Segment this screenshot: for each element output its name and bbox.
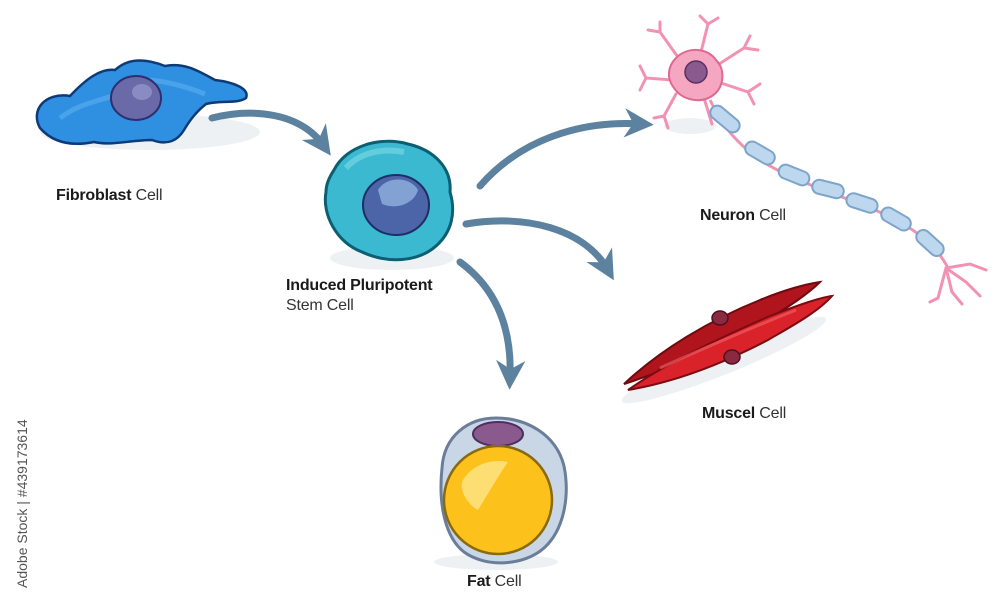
label-muscle-bold: Muscel: [702, 405, 756, 422]
label-fibroblast: Fibroblast Cell: [56, 186, 163, 206]
stock-id-text: Adobe Stock | #439173614: [14, 368, 32, 588]
label-neuron: Neuron Cell: [700, 206, 786, 226]
arrow-stem-to-fat: [456, 258, 526, 390]
label-fat: Fat Cell: [467, 572, 522, 592]
neuron-nucleus: [684, 60, 708, 84]
label-muscle: Muscel Cell: [702, 404, 786, 424]
label-fat-bold: Fat: [467, 573, 491, 590]
fibroblast-cell: [35, 59, 260, 150]
muscle-nucleus: [711, 310, 729, 326]
label-neuron-light: Cell: [759, 207, 786, 224]
label-stem-cell-light: Stem Cell: [286, 297, 354, 314]
arrow-fibroblast-to-stem: [208, 109, 331, 156]
stock-id-label: Adobe Stock | #439173614: [14, 419, 30, 588]
label-fibroblast-light: Cell: [135, 187, 163, 204]
fat-cell: [434, 416, 568, 570]
label-neuron-bold: Neuron: [700, 207, 755, 224]
stem-cell: [323, 139, 455, 270]
arrow-stem-to-muscle: [462, 217, 614, 281]
label-stem-cell-bold: Induced Pluripotent: [286, 277, 433, 294]
muscle-cell: [621, 280, 835, 404]
arrow-stem-to-neuron: [476, 108, 654, 190]
label-fat-light: Cell: [494, 573, 522, 590]
label-fibroblast-bold: Fibroblast: [56, 187, 132, 204]
muscle-nucleus: [723, 349, 741, 365]
fat-nucleus: [472, 421, 524, 447]
label-stem-cell: Induced Pluripotent Stem Cell: [286, 276, 433, 316]
neuron-cell: [638, 14, 988, 306]
label-muscle-light: Cell: [759, 405, 787, 422]
